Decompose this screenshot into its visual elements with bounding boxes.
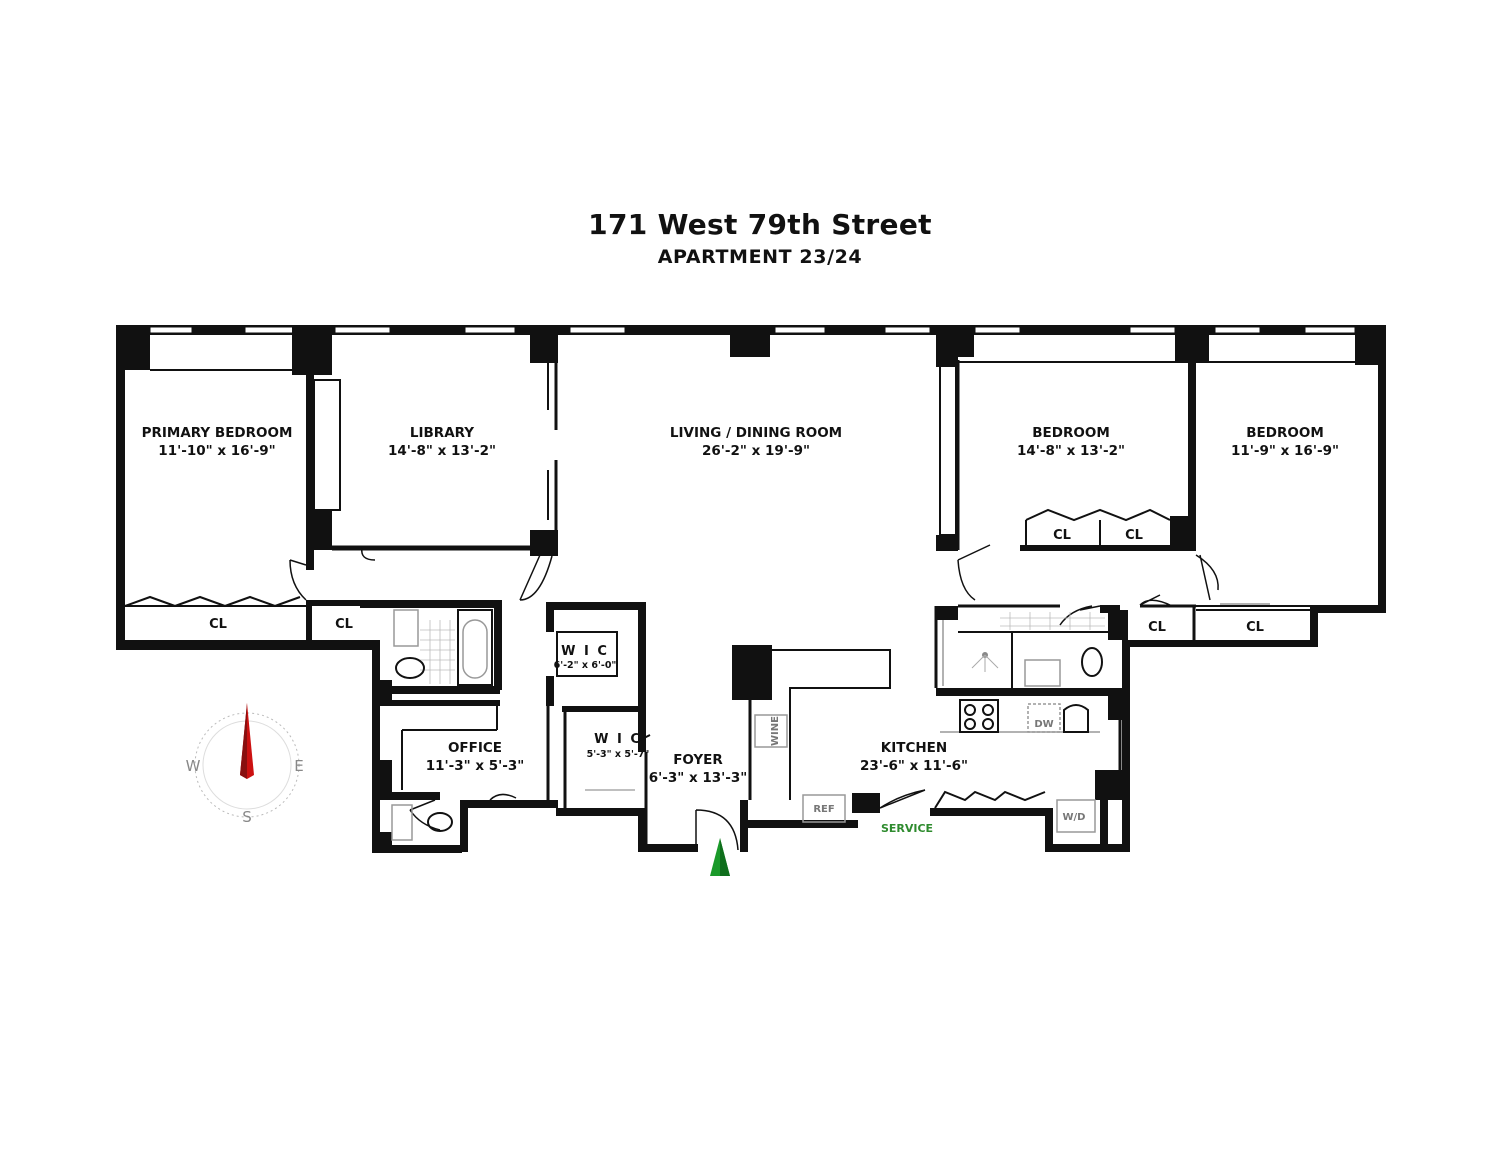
room-labels: PRIMARY BEDROOM 11'-10" x 16'-9" LIBRARY… xyxy=(142,425,1339,786)
door-swings xyxy=(289,544,1219,851)
room-name-wic-1: W I C xyxy=(561,644,609,659)
room-name-office: OFFICE xyxy=(448,740,502,756)
appliance-labels: REF DW W/D WINE SERVICE xyxy=(770,716,1085,835)
dishwasher-label: DW xyxy=(1034,719,1053,730)
plan-subtitle: APARTMENT 23/24 xyxy=(657,246,863,268)
room-dims-wic-2: 5'-3" x 5'-7" xyxy=(587,749,650,760)
service-entrance-label: SERVICE xyxy=(881,822,933,835)
room-dims-wic-1: 6'-2" x 6'-0" xyxy=(554,660,617,671)
wine-fridge-label: WINE xyxy=(770,716,781,746)
room-name-library: LIBRARY xyxy=(410,425,474,441)
room-name-wic-2: W I C xyxy=(594,732,642,747)
room-dims-kitchen: 23'-6" x 11'-6" xyxy=(860,758,968,774)
refrigerator-label: REF xyxy=(813,804,834,815)
room-dims-primary-bedroom: 11'-10" x 16'-9" xyxy=(158,443,275,459)
entry-arrow-icon xyxy=(710,838,730,876)
room-dims-living-dining: 26'-2" x 19'-9" xyxy=(702,443,810,459)
room-dims-foyer: 6'-3" x 13'-3" xyxy=(649,770,748,786)
closet-label: CL xyxy=(1148,620,1166,635)
room-dims-bedroom-2: 14'-8" x 13'-2" xyxy=(1017,443,1125,459)
room-name-kitchen: KITCHEN xyxy=(881,740,947,756)
room-name-bedroom-2: BEDROOM xyxy=(1032,425,1110,441)
room-dims-bedroom-3: 11'-9" x 16'-9" xyxy=(1231,443,1339,459)
compass-w: W xyxy=(186,757,201,775)
washer-dryer-label: W/D xyxy=(1063,812,1086,823)
room-name-bedroom-3: BEDROOM xyxy=(1246,425,1324,441)
room-name-foyer: FOYER xyxy=(673,752,723,768)
interior-walls xyxy=(124,357,1378,850)
closet-label: CL xyxy=(1246,620,1264,635)
room-name-living-dining: LIVING / DINING ROOM xyxy=(670,425,842,441)
room-dims-library: 14'-8" x 13'-2" xyxy=(388,443,496,459)
exterior-walls xyxy=(116,325,1386,853)
closet-labels: CL CL CL CL CL CL xyxy=(209,528,1264,635)
plan-title: 171 West 79th Street xyxy=(588,208,932,241)
room-dims-office: 11'-3" x 5'-3" xyxy=(426,758,525,774)
closet-label: CL xyxy=(1053,528,1071,543)
room-name-primary-bedroom: PRIMARY BEDROOM xyxy=(142,425,293,441)
fixtures xyxy=(391,609,1105,841)
compass-s: S xyxy=(242,808,252,826)
compass-e: E xyxy=(294,757,303,775)
compass: W E S xyxy=(186,703,304,826)
closet-label: CL xyxy=(1125,528,1143,543)
closet-label: CL xyxy=(209,617,227,632)
closet-label: CL xyxy=(335,617,353,632)
